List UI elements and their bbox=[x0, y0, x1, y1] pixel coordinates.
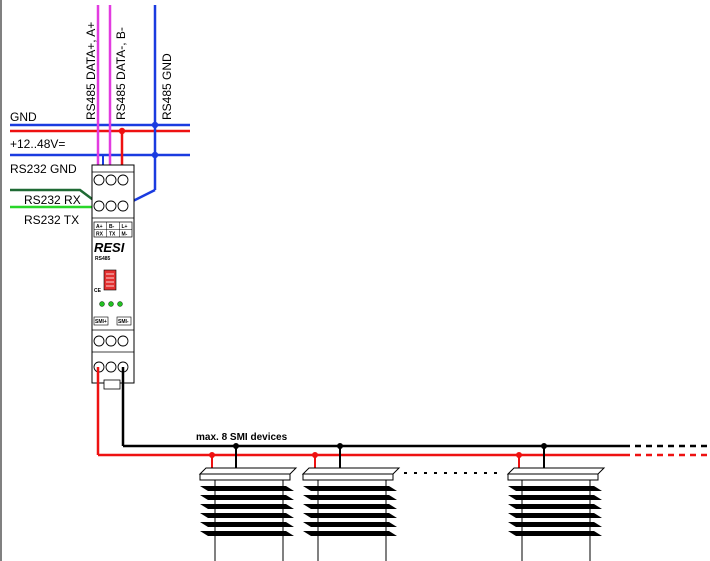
terminal-bottom-3 bbox=[117, 335, 129, 347]
smi-plus-label: SMI+ bbox=[95, 319, 107, 325]
label-rs485-a: RS485 DATA+, A+ bbox=[84, 22, 98, 120]
terminal-tx bbox=[105, 200, 117, 212]
smi-minus-box bbox=[116, 316, 132, 326]
led-2 bbox=[108, 301, 114, 307]
dip-switch bbox=[103, 269, 117, 291]
terminal-rx bbox=[93, 200, 105, 212]
legend-tx: TX bbox=[109, 232, 116, 238]
label-gnd: GND bbox=[10, 110, 37, 124]
model-label: RS485 bbox=[95, 256, 111, 262]
label-rs485-b: RS485 DATA-, B- bbox=[114, 27, 128, 120]
label-rs232-gnd: RS232 GND bbox=[10, 162, 77, 176]
brand-logo: RESI bbox=[94, 240, 125, 255]
terminal-bottom-1 bbox=[93, 335, 105, 347]
blind-device-2 bbox=[301, 443, 401, 561]
legend-b: B- bbox=[109, 224, 115, 230]
label-rs232-rx: RS232 RX bbox=[24, 193, 81, 207]
legend-rx: RX bbox=[96, 232, 104, 238]
junction-gnd bbox=[151, 121, 159, 129]
smi-plus-box bbox=[93, 316, 109, 326]
terminal-l bbox=[117, 174, 129, 186]
label-supply: +12..48V= bbox=[10, 137, 65, 151]
junction-supply bbox=[118, 127, 126, 135]
label-rs485-gnd: RS485 GND bbox=[160, 53, 174, 120]
smi-minus-label: SMI- bbox=[118, 319, 129, 325]
legend-l: L+ bbox=[122, 224, 128, 230]
label-rs232-tx: RS232 TX bbox=[24, 213, 79, 227]
legend-a: A+ bbox=[96, 224, 103, 230]
din-clip bbox=[103, 379, 121, 390]
terminal-b bbox=[105, 174, 117, 186]
junction-rs232-gnd bbox=[151, 151, 159, 159]
legend-m: M- bbox=[122, 232, 128, 238]
terminal-a bbox=[93, 174, 105, 186]
blind-device-1 bbox=[198, 443, 298, 561]
led-3 bbox=[117, 301, 123, 307]
terminal-bottom-2 bbox=[105, 335, 117, 347]
terminal-m bbox=[117, 200, 129, 212]
label-bus-note: max. 8 SMI devices bbox=[196, 432, 288, 443]
terminal-bottom-5 bbox=[105, 361, 117, 373]
blind-device-8 bbox=[506, 443, 606, 561]
resi-module: A+ B- L+ RX TX M- RESI RS485 CE SMI+ SMI… bbox=[91, 164, 135, 390]
ce-mark: CE bbox=[94, 288, 102, 294]
led-1 bbox=[99, 301, 105, 307]
